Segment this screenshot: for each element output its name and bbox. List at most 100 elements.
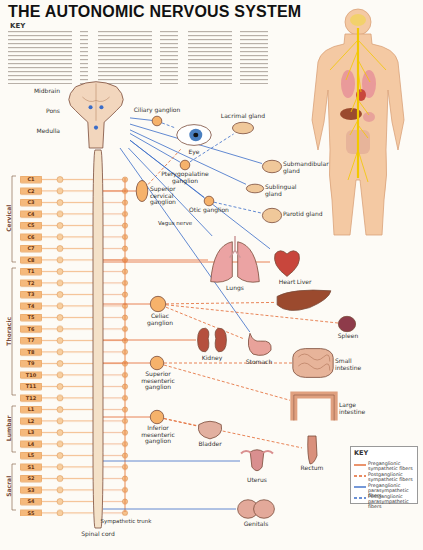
organ-label: Spinal cord	[73, 531, 123, 538]
segment-label: T11	[20, 383, 42, 390]
nerve-connector	[162, 123, 176, 128]
legend-sample	[354, 463, 366, 467]
node-outline	[136, 180, 148, 202]
legend-text: Preganglionic sympathetic fibers	[368, 461, 417, 471]
organ-node: Genitals	[236, 498, 276, 520]
node-outline	[302, 436, 322, 464]
nucleus-dot	[89, 105, 93, 109]
vertebra-bars	[20, 176, 42, 516]
node-outline	[246, 184, 264, 193]
gland-shape	[232, 122, 253, 134]
organ-node: Eye	[176, 122, 212, 148]
colon-outline	[294, 395, 334, 421]
colon-shape	[294, 395, 334, 421]
segment-label: C6	[20, 234, 42, 241]
organ-label: Pons	[28, 108, 60, 115]
spinal-nerves	[42, 176, 93, 516]
intestine-shape	[293, 349, 333, 378]
organ-node: Rectum	[302, 436, 322, 464]
key-text-block	[8, 30, 88, 84]
node-outline	[176, 122, 212, 148]
eye-shape	[177, 125, 212, 146]
liver-shape	[277, 290, 331, 310]
nerve-connector	[128, 148, 212, 236]
intestine-coils	[298, 354, 330, 371]
nerve-connector	[103, 340, 196, 341]
organ-label: Sublingual gland	[265, 184, 311, 197]
ganglion-node: Celiac ganglion	[150, 296, 166, 312]
note-label: KEY	[10, 23, 50, 31]
heart-shape	[274, 251, 299, 277]
genital-shape	[254, 500, 275, 518]
brainstem-shape	[69, 82, 123, 148]
nerve-connector	[103, 304, 150, 305]
segment-label: L1	[20, 406, 42, 413]
ganglion-node: Otic ganglion	[204, 196, 214, 206]
organ-label: Superior cervical ganglion	[150, 186, 194, 206]
segment-label: C4	[20, 211, 42, 218]
stomach-shape	[248, 333, 271, 355]
uterus-shape	[250, 450, 264, 471]
node-outline	[232, 122, 254, 134]
organ-node: Heart	[270, 246, 304, 278]
region-label: Thoracic	[6, 291, 13, 371]
ganglion-node: Superior cervical ganglion	[136, 180, 148, 202]
legend-line	[354, 486, 366, 487]
node-outline	[262, 160, 282, 173]
segment-label: S3	[20, 487, 42, 494]
segment-label: L4	[20, 441, 42, 448]
organ-label: Ciliary ganglion	[132, 107, 182, 114]
spleen-shape	[338, 316, 355, 331]
legend-sample	[354, 474, 366, 478]
segment-label: T4	[20, 303, 42, 310]
organ-label: Lacrimal gland	[218, 113, 268, 120]
gang-shape	[180, 160, 190, 170]
node-outline	[152, 116, 162, 126]
legend-sample	[354, 496, 366, 500]
nerve-connector	[103, 260, 208, 261]
organ-label: Rectum	[292, 465, 332, 472]
segment-label: C8	[20, 257, 42, 264]
node-outline	[196, 326, 228, 354]
ganglion-node: Pterygopalatine ganglion	[180, 160, 190, 170]
segment-label: T10	[20, 372, 42, 379]
note-label: Vagus nerve	[158, 220, 202, 226]
gang-shape	[150, 410, 163, 423]
gang-shape	[150, 296, 165, 311]
spinal-cord-shape	[93, 150, 103, 528]
organ-node: Lacrimal gland	[232, 122, 254, 134]
organ-node: Parotid gland	[262, 208, 282, 223]
node-outline	[150, 410, 164, 424]
bladder-shape	[198, 421, 221, 439]
organ-label: Genitals	[236, 521, 276, 528]
segment-label: T3	[20, 291, 42, 298]
organ-label: Medulla	[28, 128, 60, 135]
segment-label: T6	[20, 326, 42, 333]
organ-node: Spinal cord	[93, 150, 103, 528]
region-label: Cervical	[6, 178, 13, 258]
organ-label: Submandibular gland	[283, 161, 329, 174]
segment-label: T9	[20, 360, 42, 367]
legend-text: Postganglionic parasympathetic fibers	[368, 494, 417, 510]
fallopian-tubes	[241, 451, 273, 454]
node-outline	[292, 348, 334, 378]
note-label: Sympathetic trunk	[96, 518, 156, 524]
organ-node: Uterus	[240, 446, 274, 476]
gang-shape	[150, 356, 163, 369]
ganglion-node: Superior mesenteric ganglion	[150, 356, 164, 370]
organ-label: Inferior mesenteric ganglion	[136, 425, 180, 445]
nucleus-dot	[94, 126, 98, 130]
iris	[189, 129, 202, 141]
organ-node: Large intestine	[290, 392, 338, 422]
node-outline	[262, 208, 282, 223]
organ-node: Kidney	[196, 326, 228, 354]
organ-label: Kidney	[192, 355, 232, 362]
gland-shape	[262, 160, 281, 172]
nucleus-dot	[99, 105, 103, 109]
nerve-connector	[166, 305, 338, 323]
node-outline	[338, 316, 356, 332]
nerve-connector	[130, 118, 152, 121]
organ-label: Parotid gland	[283, 211, 329, 218]
segment-label: C7	[20, 245, 42, 252]
segment-label: S1	[20, 464, 42, 471]
